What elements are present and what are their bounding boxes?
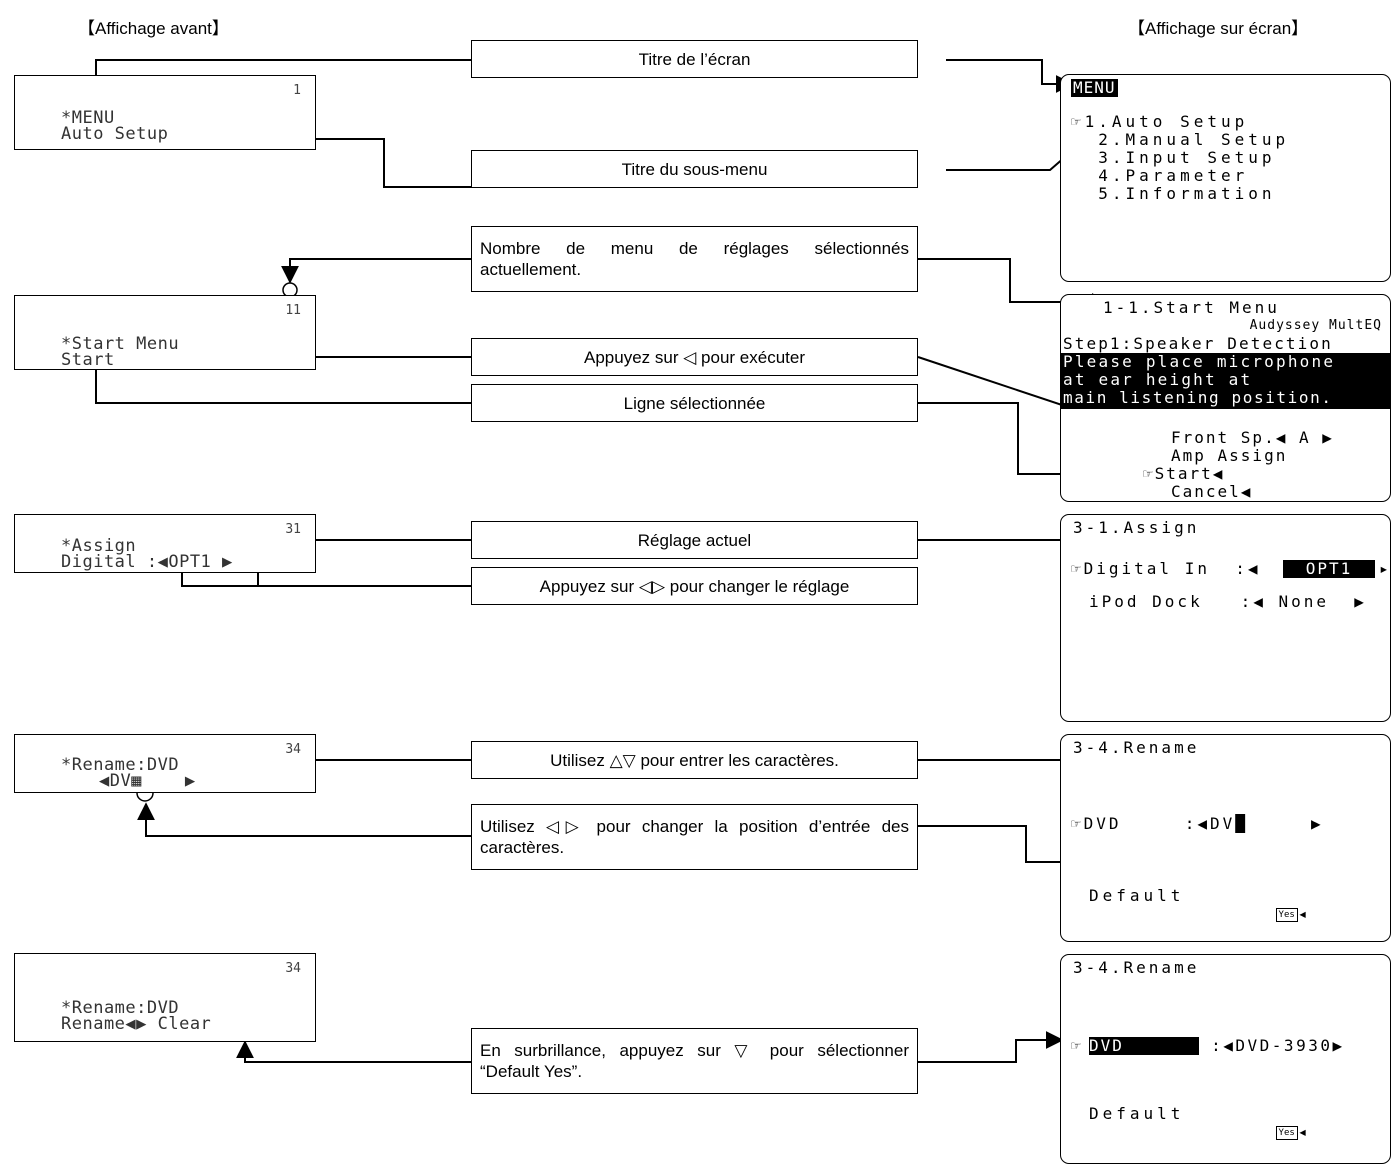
osd-menu-item[interactable]: 3.Input Setup: [1071, 148, 1276, 167]
osd-arrow-right: ▸: [1379, 560, 1390, 578]
osd-current-value[interactable]: OPT1: [1283, 560, 1375, 578]
osd-menu-item[interactable]: 5.Information: [1071, 184, 1276, 203]
osd-row-ipod-dock[interactable]: iPod Dock :◀ None ▶: [1089, 592, 1367, 611]
osd-assign: 3-1.Assign ☞Digital In :◀ OPT1 ▸ iPod Do…: [1060, 514, 1391, 722]
osd-start-menu: 1-1.Start Menu Audyssey MultEQ Step1:Spe…: [1060, 294, 1391, 502]
front-number: 1: [293, 83, 301, 98]
caption-default-yes: En surbrillance, appuyez sur ▽ pour séle…: [471, 1028, 918, 1094]
osd-row-cancel[interactable]: Cancel◀: [1171, 482, 1253, 501]
osd-rename-highlighted: 3-4.Rename ☞ DVD :◀DVD-3930▶ Default Yes…: [1060, 954, 1391, 1164]
caption-change-setting: Appuyez sur ◁▷ pour changer le réglage: [471, 567, 918, 605]
osd-pointer-icon: ☞: [1071, 1036, 1081, 1055]
osd-default[interactable]: Default: [1089, 886, 1185, 905]
caption-screen-title: Titre de l’écran: [471, 40, 918, 78]
front-number: 34: [285, 961, 301, 976]
header-front-display: 【Affichage avant】: [78, 19, 229, 38]
front-line2: ◀DV▦ ▶: [99, 771, 196, 791]
header-onscreen-display: 【Affichage sur écran】: [1128, 19, 1309, 38]
osd-title: MENU: [1071, 78, 1118, 97]
osd-menu-item[interactable]: 4.Parameter: [1071, 166, 1249, 185]
wire-default-yes-osd: [918, 1031, 1064, 1063]
front-line2: Auto Setup: [61, 124, 169, 144]
caption-change-position: Utilisez ◁▷ pour changer la position d’e…: [471, 804, 918, 870]
wire-default-yes-front: [236, 1040, 471, 1063]
osd-menu-item[interactable]: ☞1.Auto Setup: [1071, 112, 1249, 131]
front-line1: *MENU: [61, 108, 115, 128]
osd-menu-item[interactable]: 2.Manual Setup: [1071, 130, 1290, 149]
osd-step: Step1:Speaker Detection: [1063, 334, 1333, 353]
osd-title: 1-1.Start Menu: [1103, 298, 1280, 317]
caption-submenu-title: Titre du sous-menu: [471, 150, 918, 188]
front-line2: Digital :◀OPT1 ▶: [61, 552, 233, 572]
wire-number-osd: [918, 258, 1110, 311]
wire-position-front: [137, 802, 471, 837]
front-number: 34: [285, 742, 301, 757]
front-display-start-menu: 11 *Start Menu Start: [14, 295, 316, 370]
osd-title: 3-1.Assign: [1073, 518, 1200, 537]
osd-row-start[interactable]: ☞Start◀: [1143, 464, 1225, 483]
front-line2: Rename◀▶ Clear: [61, 1014, 212, 1034]
front-line1: *Rename:DVD: [61, 755, 180, 775]
front-number: 31: [285, 522, 301, 537]
caption-enter-chars: Utilisez △▽ pour entrer les caractères.: [471, 741, 918, 779]
front-line1: *Rename:DVD: [61, 998, 180, 1018]
osd-yes-button[interactable]: Yes: [1275, 907, 1298, 922]
front-display-menu: 1 *MENU Auto Setup: [14, 75, 316, 150]
osd-row-front-sp[interactable]: Front Sp.◀ A ▶: [1171, 428, 1334, 447]
osd-main-menu: MENU ☞1.Auto Setup 2.Manual Setup 3.Inpu…: [1060, 74, 1391, 282]
caption-menu-number: Nombre de menu de réglages sélectionnés …: [471, 226, 918, 292]
wire-screen-title-osd: [946, 59, 1074, 93]
osd-row-digital-in[interactable]: ☞Digital In :◀: [1071, 559, 1261, 578]
front-line2: Start: [61, 350, 115, 370]
front-line1: *Start Menu: [61, 334, 180, 354]
front-number: 11: [285, 303, 301, 318]
osd-row-amp-assign[interactable]: Amp Assign: [1171, 446, 1288, 465]
osd-title: 3-4.Rename: [1073, 958, 1200, 977]
osd-title: 3-4.Rename: [1073, 738, 1200, 757]
front-display-rename-clear: 34 *Rename:DVD Rename◀▶ Clear: [14, 953, 316, 1042]
osd-message: at ear height at: [1063, 370, 1253, 389]
osd-yes-group[interactable]: Yes◂: [1237, 1105, 1307, 1159]
caption-execute: Appuyez sur ◁ pour exécuter: [471, 338, 918, 376]
front-line1: *Assign: [61, 536, 137, 556]
osd-default[interactable]: Default: [1089, 1104, 1185, 1123]
osd-message: main listening position.: [1063, 388, 1333, 407]
osd-row-dvd-value[interactable]: :◀DVD-3930▶: [1199, 1036, 1345, 1055]
osd-brand: Audyssey MultEQ: [1249, 318, 1382, 333]
caption-current-setting: Réglage actuel: [471, 521, 918, 559]
osd-rename: 3-4.Rename ☞DVD :◀DV█ ▶ Default Yes◂: [1060, 734, 1391, 942]
osd-row-dvd[interactable]: ☞DVD :◀DV█ ▶: [1071, 814, 1324, 833]
caption-selected-line: Ligne sélectionnée: [471, 384, 918, 422]
osd-yes-button[interactable]: Yes: [1275, 1125, 1298, 1140]
wire-number-front: [281, 258, 471, 284]
front-display-assign: 31 *Assign Digital :◀OPT1 ▶: [14, 514, 316, 573]
front-display-rename: 34 *Rename:DVD ◀DV▦ ▶: [14, 734, 316, 793]
osd-yes-group[interactable]: Yes◂: [1237, 887, 1307, 941]
osd-row-dvd-selected[interactable]: DVD: [1089, 1037, 1199, 1055]
osd-message: Please place microphone: [1063, 352, 1336, 371]
